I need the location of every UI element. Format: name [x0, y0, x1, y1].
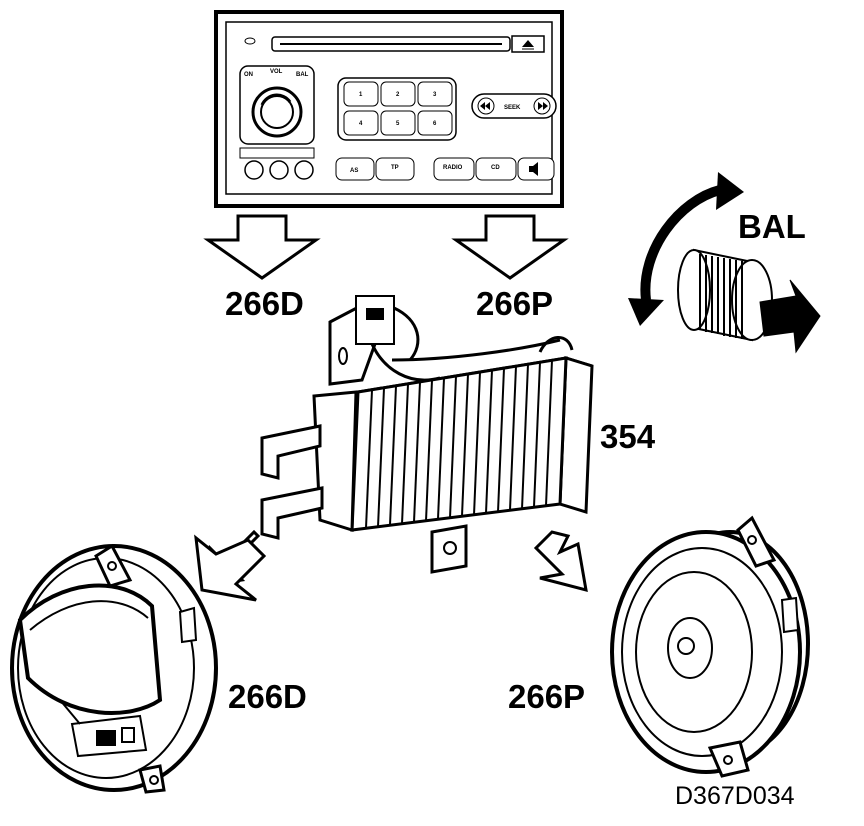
label-266p-top: 266P — [476, 285, 553, 322]
figure-code: D367D034 — [675, 782, 795, 810]
as-button[interactable]: AS — [335, 157, 375, 181]
down-arrow-right — [451, 214, 569, 280]
label-266d-top: 266D — [225, 285, 304, 322]
preset-button-2[interactable]: 2 — [380, 81, 416, 107]
bal-knob-label: BAL — [296, 72, 309, 78]
mute-button[interactable] — [517, 157, 555, 181]
on-label: ON — [244, 72, 253, 78]
arrow-to-right-speaker — [533, 530, 588, 593]
cd-slot — [244, 36, 511, 52]
label-354: 354 — [600, 418, 656, 455]
svg-text:AS: AS — [350, 168, 358, 174]
svg-text:2: 2 — [396, 92, 400, 98]
arrow-to-left-speaker — [194, 529, 267, 602]
seek-label: SEEK — [504, 105, 521, 111]
amplifier-unit — [260, 295, 594, 574]
radio-button[interactable]: RADIO — [433, 157, 475, 181]
down-arrow-left — [203, 214, 321, 280]
svg-text:3: 3 — [433, 92, 437, 98]
svg-text:4: 4 — [359, 121, 363, 127]
balance-knob-illustration — [628, 172, 821, 354]
tp-button[interactable]: TP — [375, 157, 415, 181]
radio-head-unit: ON VOL BAL 1 2 3 4 5 — [214, 10, 564, 208]
svg-text:6: 6 — [433, 121, 437, 127]
balance-knob-icon — [677, 248, 773, 342]
svg-text:RADIO: RADIO — [443, 165, 463, 171]
left-speaker-266d — [10, 543, 218, 794]
svg-text:1: 1 — [359, 92, 363, 98]
right-speaker-266p — [610, 515, 810, 778]
volume-knob[interactable] — [251, 86, 303, 138]
svg-text:5: 5 — [396, 121, 400, 127]
vol-label: VOL — [270, 69, 283, 75]
label-266d-bottom: 266D — [228, 678, 307, 715]
preset-button-5[interactable]: 5 — [380, 110, 416, 136]
label-bal: BAL — [738, 208, 806, 245]
eject-button[interactable] — [511, 35, 545, 53]
svg-text:TP: TP — [391, 165, 399, 171]
preset-button-4[interactable]: 4 — [343, 110, 379, 136]
preset-button-1[interactable]: 1 — [343, 81, 379, 107]
tone-knobs[interactable] — [239, 147, 315, 180]
label-266p-bottom: 266P — [508, 678, 585, 715]
seek-button[interactable]: SEEK — [471, 93, 557, 119]
preset-button-6[interactable]: 6 — [417, 110, 453, 136]
preset-button-3[interactable]: 3 — [417, 81, 453, 107]
svg-text:CD: CD — [491, 165, 500, 171]
cd-button[interactable]: CD — [475, 157, 517, 181]
